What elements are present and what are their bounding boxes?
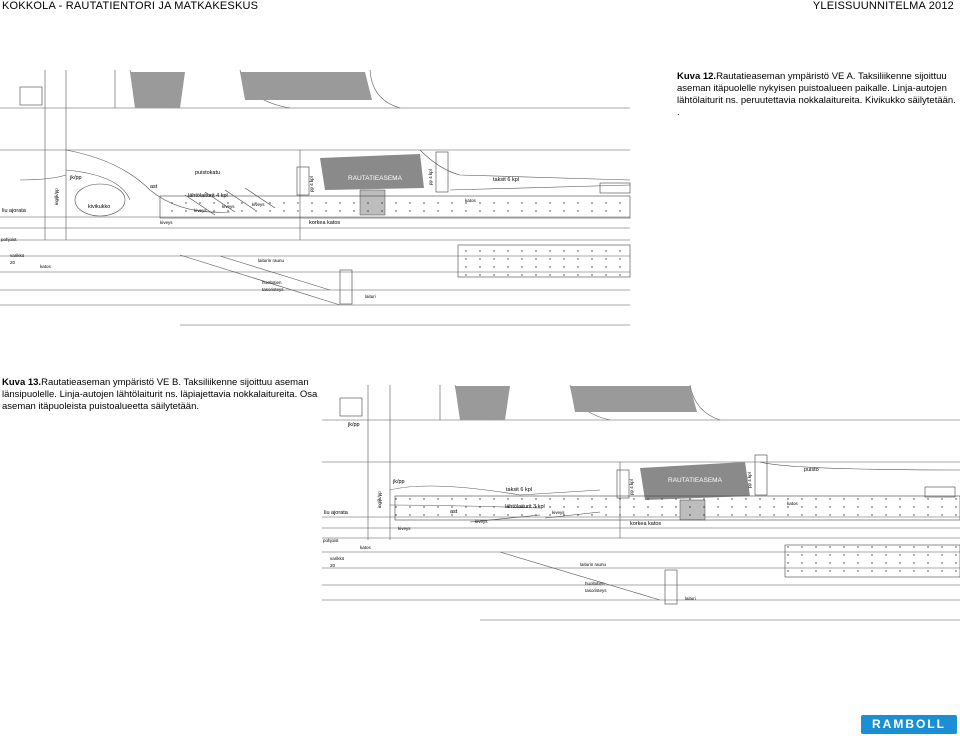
document-subtitle: YLEISSUUNNITELMA 2012	[812, 0, 954, 12]
label-varikko: varikkö	[330, 556, 345, 561]
label-pohjoist: pohjoist	[1, 237, 17, 242]
logo-text: RAMBOLL	[872, 717, 946, 731]
label-katos-2: katos	[360, 545, 372, 550]
label-park: puisto	[804, 467, 819, 473]
label-ajorata: liu ajorata	[324, 510, 349, 516]
label-ast: ast	[150, 184, 158, 190]
label-varikko: varikkö	[10, 253, 25, 258]
label-jkpp-vertical: ing/jk/pp	[377, 491, 382, 508]
label-ajorata: liu ajorata	[2, 208, 27, 214]
label-ast: ast	[450, 509, 458, 515]
label-katos-1: katos	[787, 501, 799, 506]
ramboll-logo: RAMBOLL	[861, 715, 957, 734]
label-parking-2: pp 4 kpl	[747, 472, 752, 488]
label-number: 20	[10, 260, 16, 265]
label-jkpp: jk/pp	[392, 479, 405, 485]
label-parking-1: pp 4 kpl	[309, 176, 314, 192]
label-level-crossing: tasoristeys	[585, 588, 607, 593]
label-kivikukko: kivikukko	[88, 204, 110, 210]
label-station: RAUTATIEASEMA	[348, 175, 403, 182]
label-departure-platforms: lähtölaiturit 4 kpl	[188, 193, 228, 199]
label-service-road: huoltotien	[585, 581, 605, 586]
label-jkpp-top: jk/pp	[347, 422, 360, 428]
caption-label: Kuva 12.	[677, 71, 717, 82]
label-katos-2: katos	[40, 264, 52, 269]
label-laituri: laituri	[365, 294, 376, 299]
label-parking-2: pp 4 kpl	[428, 169, 433, 185]
label-kiveys-1: kiveys	[160, 220, 173, 225]
label-platform-edge: laiturin raunu	[580, 562, 607, 567]
label-taxis: taksit 6 kpl	[506, 487, 532, 493]
label-kiveys-2: kiveys	[475, 519, 488, 524]
document-title: KOKKOLA - RAUTATIENTORI JA MATKAKESKUS	[2, 0, 259, 12]
label-laituri: laituri	[685, 596, 696, 601]
label-high-canopy: korkea katos	[630, 521, 661, 527]
label-station: RAUTATIEASEMA	[668, 477, 723, 484]
label-platform-edge: laiturin raunu	[258, 258, 285, 263]
label-number: 20	[330, 563, 336, 568]
caption-figure-13: Kuva 13.Rautatieaseman ympäristö VE B. T…	[2, 377, 322, 413]
caption-figure-12: Kuva 12.Rautatieaseman ympäristö VE A. T…	[677, 71, 957, 119]
label-puistokatu: puistokatu	[195, 170, 220, 176]
label-jkpp-vertical: ing/jk/pp	[54, 188, 59, 205]
label-service-road: huoltotien	[262, 280, 282, 285]
label-kiveys-2: kiveys	[194, 208, 207, 213]
caption-text: Rautatieaseman ympäristö VE A. Taksiliik…	[677, 71, 956, 118]
label-high-canopy: korkea katos	[309, 220, 340, 226]
label-level-crossing: tasoristeys	[262, 287, 284, 292]
label-parking-1: pp 4 kpl	[629, 479, 634, 495]
label-kiveys-1: kiveys	[398, 526, 411, 531]
label-kiveys-4: kiveys	[252, 202, 265, 207]
label-kiveys-3: kiveys	[552, 510, 565, 515]
label-jkpp: jk/pp	[69, 175, 82, 181]
label-pohjoist: pohjoist	[323, 538, 339, 543]
caption-label: Kuva 13.	[2, 377, 42, 388]
label-taxis: taksit 6 kpl	[493, 177, 519, 183]
label-katos-1: katos	[465, 198, 477, 203]
caption-text: Rautatieaseman ympäristö VE B. Taksiliik…	[2, 377, 318, 412]
label-kiveys-3: kiveys	[222, 204, 235, 209]
label-departure-platforms: lähtölaiturit 3 kpl	[505, 504, 545, 510]
